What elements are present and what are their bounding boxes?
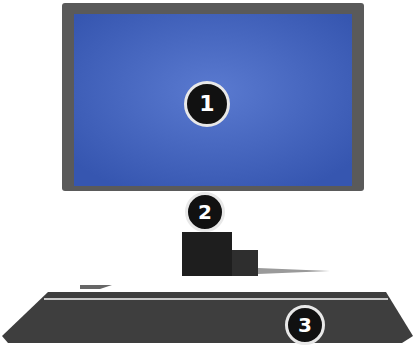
stand-line: [258, 268, 330, 274]
stand-block: [182, 232, 232, 276]
stand-neck: [186, 191, 226, 231]
callout-number: 1: [184, 81, 230, 127]
monitor-bezel: [62, 3, 364, 191]
monitor-screen: [74, 14, 352, 186]
callout-number: 2: [185, 192, 225, 232]
stand-edge: [80, 285, 112, 289]
callout-number: 3: [285, 305, 325, 345]
keyboard: [2, 292, 413, 343]
stand-foot: [232, 250, 258, 276]
keyboard-highlight: [44, 298, 388, 300]
